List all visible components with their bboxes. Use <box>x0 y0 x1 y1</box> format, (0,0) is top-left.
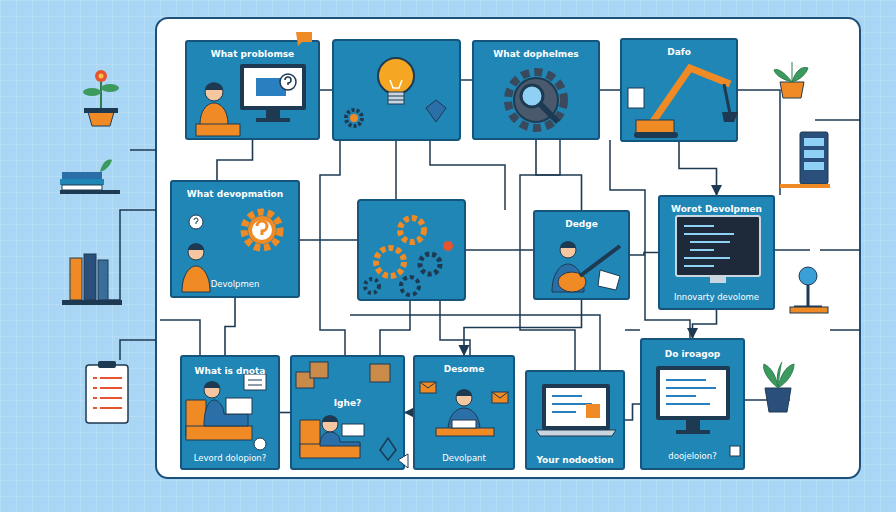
gears <box>365 218 453 295</box>
process-box: Worot DevolpmenInnovarty devolome <box>658 195 775 310</box>
desk-figure <box>398 382 508 468</box>
process-box: Ighe? <box>290 355 405 470</box>
code-monitor <box>676 216 760 283</box>
monitor <box>656 366 740 456</box>
gear-magnifier <box>508 72 564 128</box>
process-box: Dafo <box>620 38 738 142</box>
box-caption: Innovarty devolome <box>660 291 773 303</box>
connector <box>536 140 582 210</box>
developer-figure <box>182 212 280 292</box>
process-box: What dophelmes <box>472 40 600 140</box>
books <box>62 254 122 305</box>
box-heading: Worot Devolpmen <box>660 203 773 215</box>
box-caption: doojeloion? <box>642 450 743 462</box>
laptop <box>536 384 616 436</box>
process-box: Dedge <box>533 210 630 300</box>
process-box: Your nodootion <box>525 370 625 470</box>
picture-box <box>358 200 465 300</box>
connector <box>679 142 717 195</box>
box-heading: What dophelmes <box>474 48 598 60</box>
box-heading: Ighe? <box>292 397 403 409</box>
connector <box>464 300 582 355</box>
connector <box>625 404 640 420</box>
books <box>60 160 120 195</box>
connector <box>693 310 717 338</box>
box-heading: Do iroagop <box>642 348 743 360</box>
box-heading: Dafo <box>622 46 736 58</box>
connector <box>630 253 658 256</box>
guitar-figure <box>552 241 620 292</box>
plant <box>764 362 794 412</box>
box-heading: Desome <box>415 363 513 375</box>
box-caption: Devolpant <box>415 452 513 464</box>
process-box: What is dnotaLevord dolopion? <box>180 355 280 470</box>
connector <box>217 140 253 180</box>
box-caption: Levord dolopion? <box>182 452 278 464</box>
box-heading: What is dnota <box>182 365 278 377</box>
connector <box>225 298 235 355</box>
excavator <box>628 68 738 138</box>
monitor-figure <box>196 32 312 136</box>
plant <box>83 70 119 126</box>
process-box: Do iroagop doojeloion? <box>640 338 745 470</box>
box-heading: What devopmation <box>172 188 298 200</box>
process-box: What devopmationDevolpmen <box>170 180 300 298</box>
connector <box>280 412 290 414</box>
connector <box>405 412 413 414</box>
server <box>780 132 830 188</box>
boxes-figure <box>296 362 396 460</box>
box-heading: What problomse <box>187 48 318 60</box>
box-caption: Devolpmen <box>172 278 298 290</box>
plant <box>774 62 808 98</box>
process-box: What problomse <box>185 40 320 140</box>
lamp <box>790 267 828 313</box>
picture-box <box>333 40 460 140</box>
process-box: DesomeDevolpant <box>413 355 515 470</box>
clipboard <box>86 361 128 423</box>
armchair-figure <box>186 374 266 450</box>
lightbulb <box>346 58 446 126</box>
box-heading: Your nodootion <box>527 454 623 466</box>
box-heading: Dedge <box>535 218 628 230</box>
